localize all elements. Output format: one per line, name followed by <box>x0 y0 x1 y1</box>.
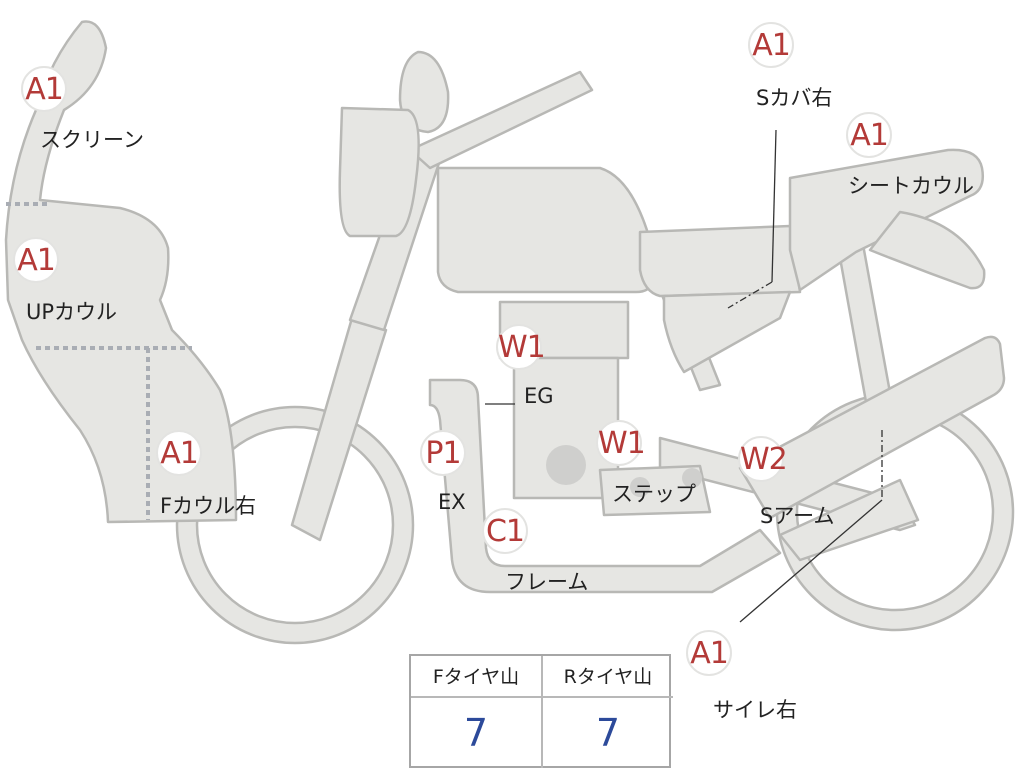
rank-badge: A1 <box>748 22 794 68</box>
rank-badge: A1 <box>21 66 67 112</box>
side-cover <box>662 290 792 374</box>
tail-fin <box>868 210 986 290</box>
part-label: Sカバ右 <box>756 86 833 110</box>
part-label: UPカウル <box>26 300 118 324</box>
fuel-tank <box>436 166 654 294</box>
rear-tire-value: 7 <box>595 711 621 755</box>
step-peg <box>630 477 650 497</box>
exhaust-pipe-shape <box>738 335 1006 520</box>
part-label: シートカウル <box>848 174 974 198</box>
step-peg <box>682 468 702 488</box>
silencer-shape <box>778 478 920 562</box>
leader-s-cover <box>771 129 777 283</box>
rank-badge: C1 <box>482 508 528 554</box>
front-fork <box>290 316 388 542</box>
rank-badge: W2 <box>738 436 788 482</box>
rank-badge: A1 <box>156 430 202 476</box>
part-label: フレーム <box>505 570 589 594</box>
rank-badge: A1 <box>686 630 732 676</box>
rank-badge: A1 <box>846 112 892 158</box>
part-label: EG <box>524 384 554 408</box>
headlight <box>338 106 420 238</box>
part-label: サイレ右 <box>713 698 797 722</box>
front-tire-header: Fタイヤ山 <box>411 656 541 698</box>
rank-badge: P1 <box>420 430 466 476</box>
part-label: スクリーン <box>40 128 144 152</box>
leader-s-cover-dash <box>727 281 773 309</box>
seat-cowl-shape <box>788 148 984 292</box>
tire-tread-table: Fタイヤ山 Rタイヤ山 7 7 <box>409 654 673 768</box>
handlebar <box>408 70 594 170</box>
part-label: Sアーム <box>760 504 835 528</box>
seat <box>638 224 802 298</box>
table-divider <box>541 656 543 768</box>
rank-badge: W1 <box>596 420 646 466</box>
cowling-shape <box>4 20 238 524</box>
rank-badge: A1 <box>13 237 59 283</box>
frame-shape <box>428 378 782 594</box>
leader-silencer <box>739 499 883 623</box>
part-label: EX <box>438 490 466 514</box>
front-tire-value: 7 <box>463 711 489 755</box>
rear-tire-header: Rタイヤ山 <box>543 656 673 698</box>
rank-badge: W1 <box>496 324 546 370</box>
part-label: Fカウル右 <box>160 494 257 518</box>
part-label: ステップ <box>612 482 696 506</box>
